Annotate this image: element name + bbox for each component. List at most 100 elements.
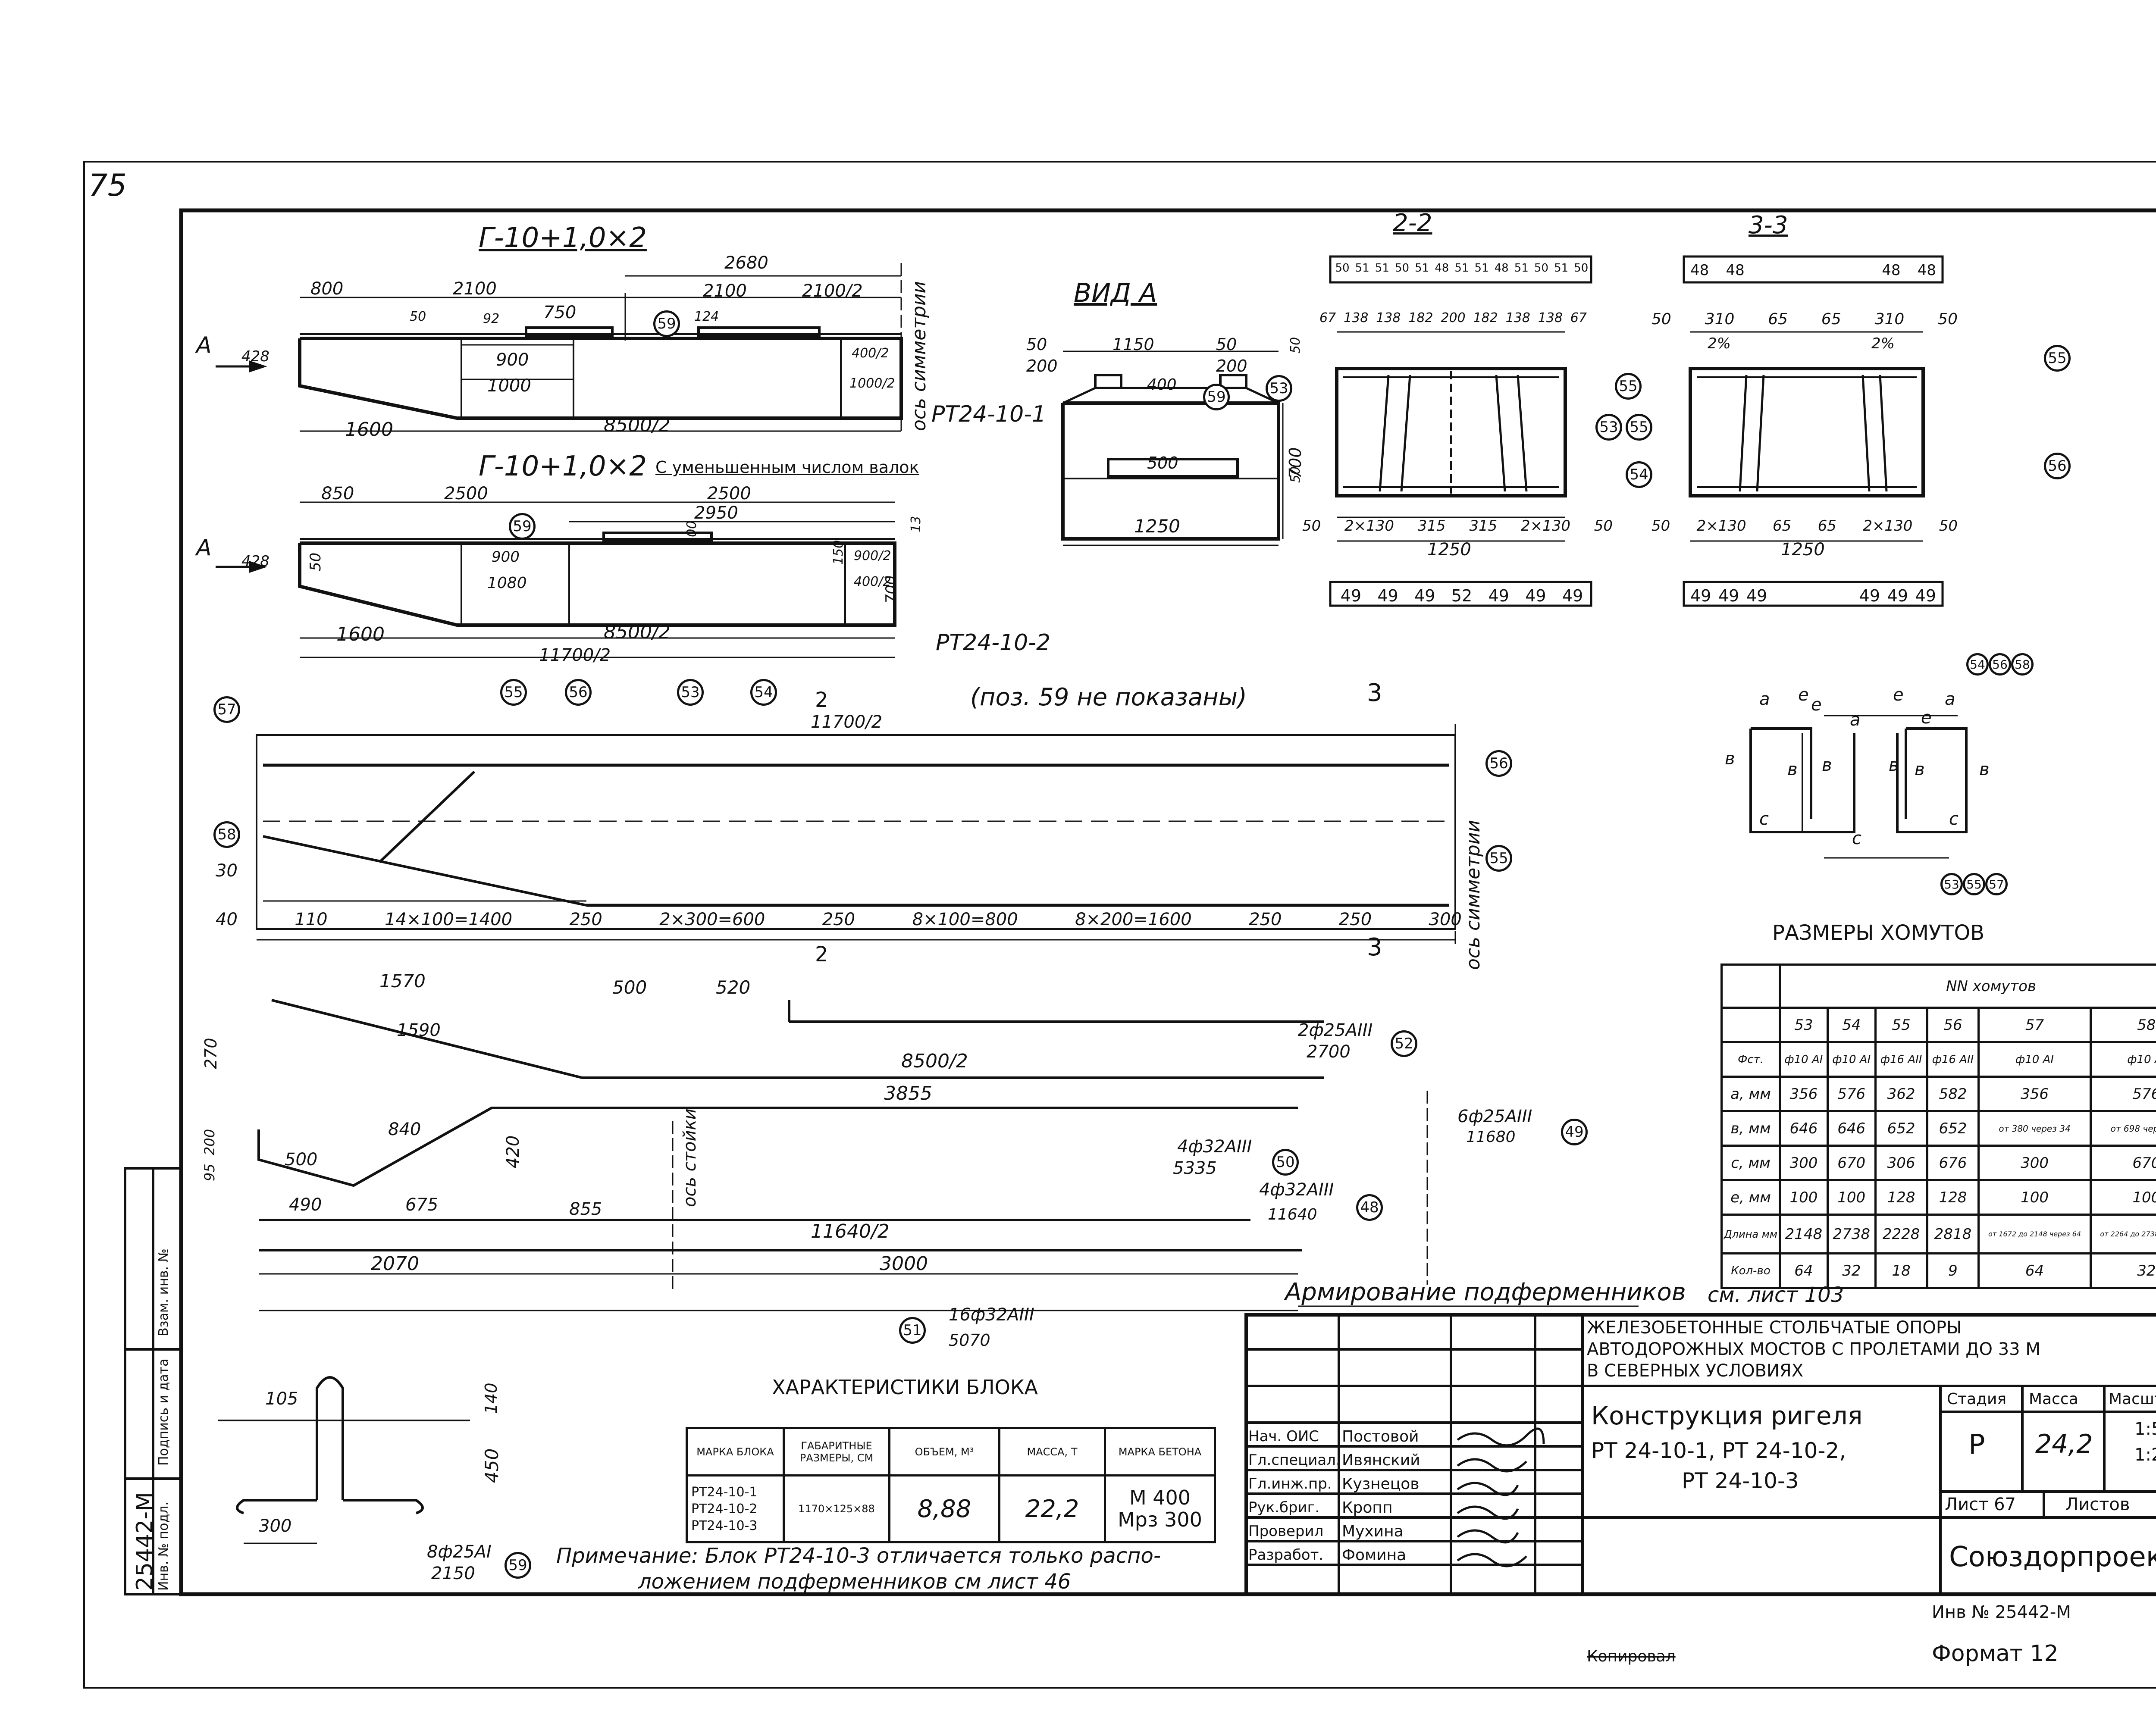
pos-51-badge: 51	[899, 1317, 926, 1344]
mass-value: 24,2	[2035, 1429, 2093, 1459]
elev1-mark: РТ24-10-1	[931, 401, 1047, 427]
reinf-side-dim: 30	[216, 861, 238, 881]
elev2-dim: 428	[241, 553, 270, 570]
bar-dim: 2070	[371, 1253, 419, 1275]
pos-55-badge: 55	[1615, 373, 1642, 400]
pos-54-badge: 54	[1626, 461, 1652, 488]
stirrups-col: 57	[1977, 1007, 2092, 1043]
sec33-title: 3-3	[1749, 211, 1788, 239]
elev2-dim: 850	[321, 484, 354, 504]
elev2-dim: 2500	[444, 484, 488, 504]
elev2-dim: 900	[492, 548, 520, 566]
stirrups-col: 56	[1926, 1007, 1980, 1043]
pos-57-badge: 57	[1985, 873, 2008, 895]
stirrups-corner	[1720, 963, 1781, 1009]
sheets-total: Листов	[2065, 1495, 2130, 1514]
vid-a-dim: 1250	[1134, 516, 1180, 537]
pos-53-badge: 53	[1595, 414, 1622, 441]
stage-value: Р	[1968, 1429, 1985, 1461]
hook-dim: 105	[265, 1389, 298, 1409]
pos-57-badge: 57	[213, 696, 240, 723]
pos-54-badge: 54	[750, 679, 777, 706]
project-line-1: ЖЕЛЕЗОБЕТОННЫЕ СТОЛБЧАТЫЕ ОПОРЫ	[1587, 1318, 1962, 1338]
bar-dim: 855	[569, 1199, 602, 1219]
pos-59-badge: 59	[505, 1552, 531, 1579]
pos-54-badge: 54	[1966, 653, 1989, 676]
bar-length: 11640	[1268, 1206, 1317, 1223]
pos-56-badge: 56	[1485, 750, 1512, 777]
note-line-1: Примечание: Блок РТ24-10-3 отличается то…	[556, 1544, 1161, 1568]
vid-a-dim: 500	[1147, 454, 1178, 472]
pos-55-badge: 55	[2044, 345, 2071, 372]
bar-length: 11680	[1466, 1128, 1516, 1146]
elev2-title: Г-10+1,0×2	[479, 450, 647, 482]
pos-55-badge: 55	[500, 679, 527, 706]
pos-55-badge: 55	[1626, 414, 1652, 441]
format: Формат 12	[1932, 1641, 2059, 1667]
table-row: а, мм 356576362582356576	[1720, 1076, 2156, 1112]
elev1-dim: 2680	[724, 253, 768, 273]
bar-length: 2700	[1307, 1042, 1351, 1062]
bar-dim: 490	[289, 1195, 322, 1215]
reinf-note: (поз. 59 не показаны)	[970, 683, 1247, 711]
bar-dim: 500	[285, 1150, 318, 1170]
bar-dim: 1590	[397, 1020, 441, 1040]
elev1-dim: 2100	[453, 279, 497, 299]
bar-dim: 3000	[880, 1253, 928, 1275]
pos-59-badge: 59	[653, 310, 680, 337]
pos-56-badge: 56	[1989, 653, 2011, 676]
stirrups-col: 58	[2089, 1007, 2156, 1043]
bar-dim: 8500/2	[901, 1050, 968, 1072]
stirrups-table: NN хомутов 53 54 55 56 57 58 Фст. ф10 АI…	[1720, 963, 2156, 1289]
bar-spec: 2ф25АIII	[1298, 1020, 1373, 1040]
elev1-dim: 92	[483, 311, 500, 326]
elev1-dim: 428	[241, 348, 270, 365]
stirrups-col: 53	[1779, 1007, 1829, 1043]
sheet-corner-left: 75	[88, 168, 127, 203]
elev1-dim: 750	[543, 303, 577, 322]
vid-a-title: ВИД А	[1074, 278, 1157, 308]
elev1-dim: 1000/2	[849, 376, 895, 391]
bar-dim: 675	[405, 1195, 439, 1215]
drawing-title-1: Конструкция ригеля	[1591, 1401, 1863, 1430]
bar-spec: 4ф32АIII	[1259, 1180, 1334, 1200]
char-title: ХАРАКТЕРИСТИКИ БЛОКА	[772, 1376, 1038, 1399]
bar-spec: 16ф32АIII	[949, 1305, 1034, 1325]
pos-53-badge: 53	[1940, 873, 1963, 895]
elev2-arrow-a: А	[196, 535, 212, 561]
pos-59-badge: 59	[509, 513, 536, 540]
stirrups-corner	[1720, 1007, 1781, 1043]
elev1-dim: 800	[310, 279, 344, 299]
bar-dim: 520	[716, 977, 751, 998]
table-row: с, мм 300670306676300670	[1720, 1145, 2156, 1181]
pos-48-badge: 48	[1356, 1194, 1383, 1221]
section-mark-3: 3	[1367, 679, 1382, 707]
project-line-2: АВТОДОРОЖНЫХ МОСТОВ С ПРОЛЕТАМИ ДО 33 М	[1587, 1339, 2040, 1359]
elev2-dim: 1600	[336, 623, 385, 645]
drawing-title-2: РТ 24-10-1, РТ 24-10-2,	[1591, 1438, 1846, 1463]
elev1-dim: 400/2	[852, 346, 889, 361]
drawing-title-3: РТ 24-10-3	[1682, 1468, 1799, 1493]
sec33-width: 1250	[1781, 540, 1825, 560]
organization: Союздорпроект	[1949, 1541, 2156, 1573]
armir-label: Армирование подферменников	[1285, 1278, 1686, 1306]
mass-header: Масса	[2029, 1390, 2078, 1408]
sec22-title: 2-2	[1393, 209, 1432, 237]
elev1-dim: 124	[694, 309, 719, 324]
elev2-dim: 1080	[487, 574, 527, 592]
pos-59-badge: 59	[1203, 384, 1230, 410]
pos-56-badge: 56	[2044, 453, 2071, 479]
sheet-number: Лист 67	[1945, 1495, 2016, 1514]
pos-53-badge: 53	[1266, 375, 1292, 402]
copied-by: Копировал	[1587, 1648, 1676, 1665]
elev1-dim: 1600	[345, 419, 393, 441]
stirrups-col: 54	[1826, 1007, 1877, 1043]
section-mark-3: 3	[1367, 933, 1382, 961]
